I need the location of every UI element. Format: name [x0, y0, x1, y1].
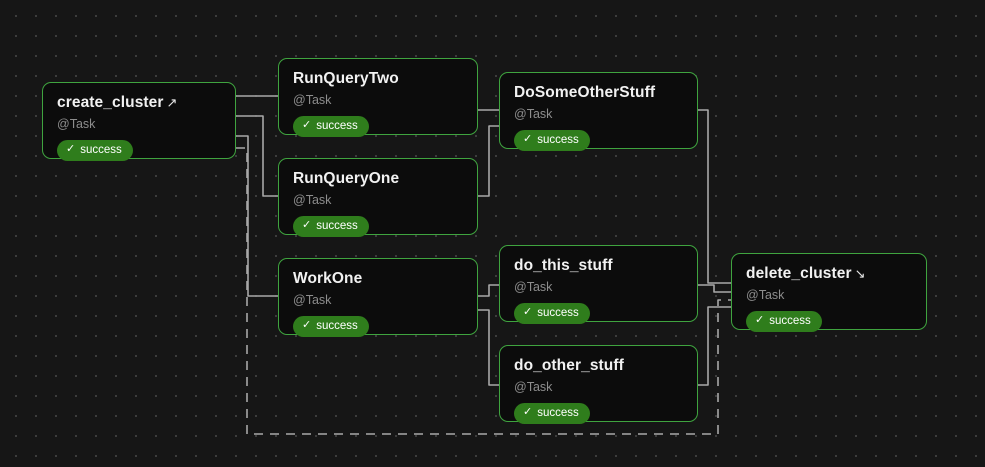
check-icon: ✓	[523, 406, 533, 419]
status-badge-label: success	[316, 319, 358, 332]
graph-node[interactable]: delete_cluster↘ @Task ✓ success	[731, 253, 927, 333]
edge	[478, 309, 499, 386]
node-title: do_this_stuff	[514, 257, 683, 274]
status-badge-label: success	[316, 219, 358, 232]
node-title-text: RunQueryOne	[293, 170, 400, 187]
status-badge-label: success	[537, 133, 579, 146]
status-badge-label: success	[80, 143, 122, 156]
arrow-up-right-icon: ↗	[166, 95, 178, 110]
graph-node[interactable]: WorkOne @Task ✓ success	[278, 258, 478, 338]
node-title-text: RunQueryTwo	[293, 70, 399, 87]
node-subtitle: @Task	[746, 288, 785, 303]
node-subtitle: @Task	[293, 193, 332, 208]
node-title: RunQueryOne	[293, 170, 463, 187]
node-subtitle: @Task	[293, 293, 332, 308]
arrow-down-right-icon: ↘	[854, 266, 866, 281]
node-subtitle: @Task	[514, 280, 553, 295]
edge	[236, 115, 278, 197]
check-icon: ✓	[523, 133, 533, 146]
status-badge: ✓ success	[746, 310, 822, 333]
status-badge: ✓ success	[57, 139, 133, 162]
check-icon: ✓	[302, 319, 312, 332]
check-icon: ✓	[523, 306, 533, 319]
graph-node[interactable]: DoSomeOtherStuff @Task ✓ success	[499, 72, 698, 152]
node-title-text: DoSomeOtherStuff	[514, 84, 656, 101]
status-badge: ✓ success	[514, 129, 590, 152]
check-icon: ✓	[755, 314, 765, 327]
node-title-text: delete_cluster	[746, 265, 852, 282]
node-title: create_cluster↗	[57, 94, 221, 111]
node-title-text: create_cluster	[57, 94, 164, 111]
edge	[698, 284, 731, 293]
status-badge-label: success	[537, 306, 579, 319]
status-badge-label: success	[316, 119, 358, 132]
graph-node[interactable]: RunQueryTwo @Task ✓ success	[278, 58, 478, 138]
node-title: RunQueryTwo	[293, 70, 463, 87]
graph-node[interactable]: do_this_stuff @Task ✓ success	[499, 245, 698, 325]
node-subtitle: @Task	[57, 117, 96, 132]
check-icon: ✓	[66, 143, 76, 156]
check-icon: ✓	[302, 219, 312, 232]
graph-node[interactable]: do_other_stuff @Task ✓ success	[499, 345, 698, 425]
status-badge: ✓ success	[293, 315, 369, 338]
status-badge: ✓ success	[514, 302, 590, 325]
node-title: DoSomeOtherStuff	[514, 84, 683, 101]
node-title-text: WorkOne	[293, 270, 363, 287]
status-badge: ✓ success	[293, 215, 369, 238]
edge	[478, 284, 499, 297]
graph-node[interactable]: RunQueryOne @Task ✓ success	[278, 158, 478, 238]
node-title-text: do_other_stuff	[514, 357, 624, 374]
status-badge-label: success	[769, 314, 811, 327]
edge	[236, 135, 278, 297]
status-badge: ✓ success	[293, 115, 369, 138]
graph-node[interactable]: create_cluster↗ @Task ✓ success	[42, 82, 236, 162]
status-badge-label: success	[537, 406, 579, 419]
node-title-text: do_this_stuff	[514, 257, 613, 274]
node-subtitle: @Task	[514, 107, 553, 122]
status-badge: ✓ success	[514, 402, 590, 425]
node-title: WorkOne	[293, 270, 463, 287]
node-title: delete_cluster↘	[746, 265, 912, 282]
check-icon: ✓	[302, 119, 312, 132]
edge	[478, 125, 499, 197]
node-subtitle: @Task	[514, 380, 553, 395]
edge	[698, 109, 731, 284]
edge	[698, 306, 731, 386]
node-subtitle: @Task	[293, 93, 332, 108]
node-title: do_other_stuff	[514, 357, 683, 374]
